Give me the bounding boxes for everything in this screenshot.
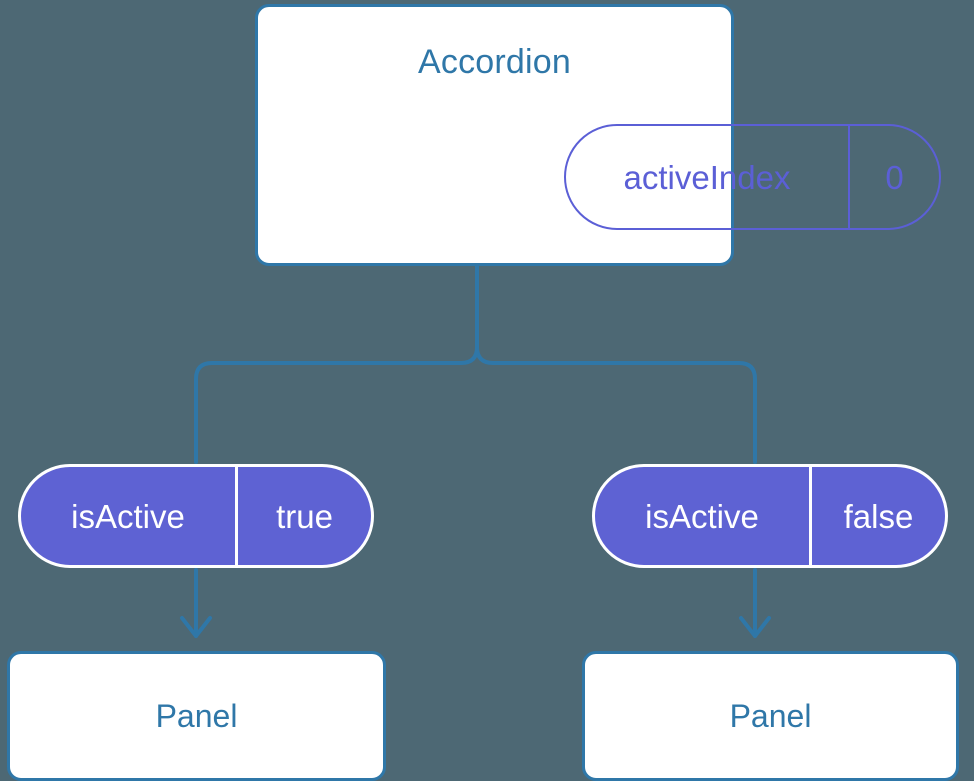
panel-right-label: Panel <box>729 698 812 734</box>
accordion-node[interactable]: Accordion activeIndex 0 <box>255 4 941 266</box>
is-active-true-pill[interactable]: isActive true <box>18 464 374 568</box>
panel-node-left[interactable]: Panel <box>7 651 386 781</box>
active-index-value: 0 <box>885 158 904 196</box>
connector-root-to-right-branch <box>475 264 757 464</box>
is-active-true-key: isActive <box>21 467 238 565</box>
arrow-right-pill-to-panel <box>739 568 771 638</box>
panel-node-right[interactable]: Panel <box>582 651 959 781</box>
active-index-key: activeIndex <box>566 126 850 228</box>
panel-left-label: Panel <box>155 698 238 734</box>
is-active-false-value: false <box>843 497 914 535</box>
is-active-false-key: isActive <box>595 467 812 565</box>
arrow-left-pill-to-panel <box>180 568 212 638</box>
active-index-state-pill[interactable]: activeIndex 0 <box>564 124 941 230</box>
is-active-false-pill[interactable]: isActive false <box>592 464 948 568</box>
connector-root-to-left-branch <box>194 264 479 464</box>
is-active-true-value: true <box>276 497 333 535</box>
accordion-title: Accordion <box>418 43 571 81</box>
